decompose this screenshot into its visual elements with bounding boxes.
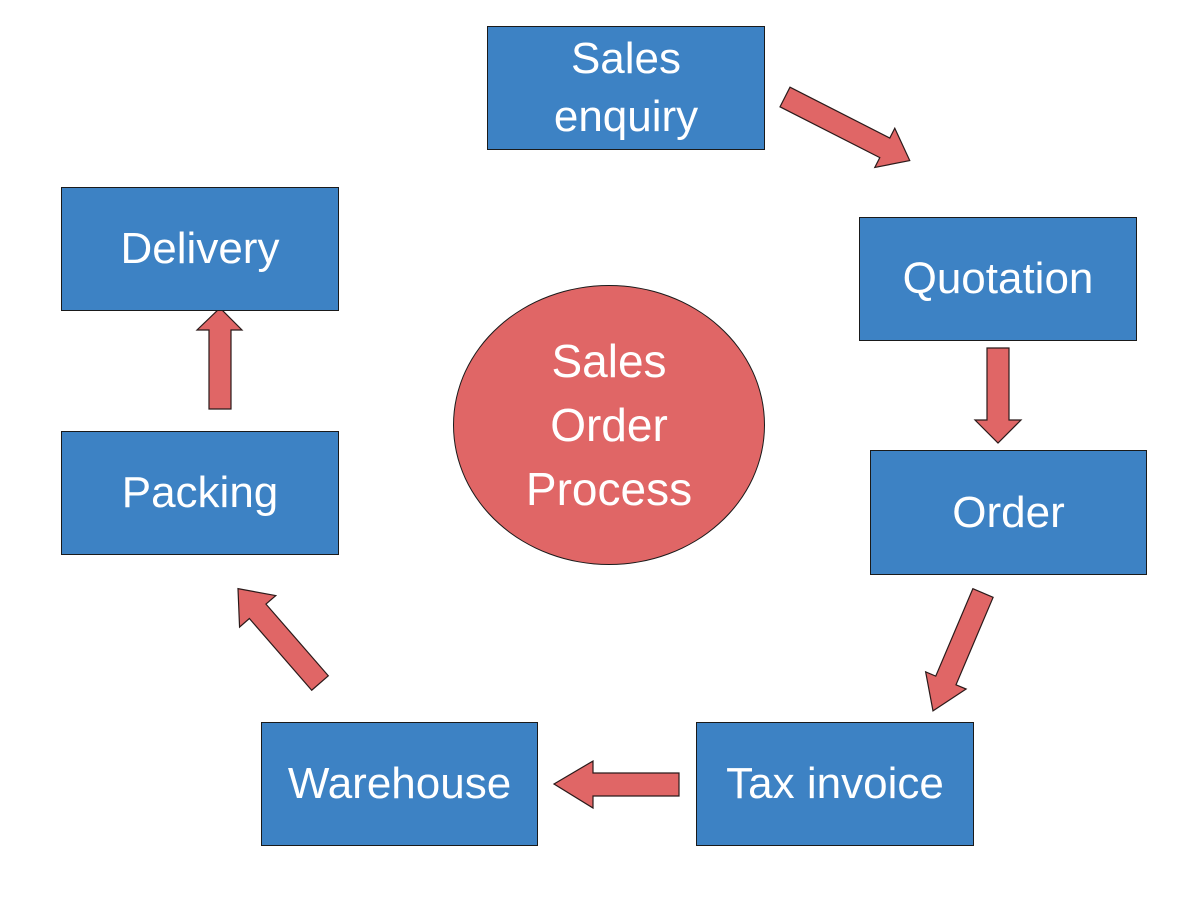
step-sales-enquiry: Sales enquiry [487,26,765,150]
step-order: Order [870,450,1147,575]
diagram-title: Sales Order Process [525,335,693,515]
arrow-order-to-tax-invoice [924,587,994,712]
arrow-enquiry-to-quotation [779,86,911,169]
center-title-circle: Sales Order Process [453,285,765,565]
arrow-packing-to-delivery [195,307,244,410]
step-tax-invoice: Tax invoice [696,722,974,846]
step-label: Warehouse [287,759,512,808]
step-label: Quotation [902,254,1094,303]
step-label: Order [952,487,1065,537]
step-quotation: Quotation [859,217,1137,341]
step-label: Sales enquiry [553,34,699,141]
step-label: Delivery [120,224,280,273]
arrow-quotation-to-order [973,347,1023,444]
arrow-warehouse-to-packing [237,587,330,692]
arrow-tax-invoice-to-warehouse [552,759,680,810]
step-label: Packing [121,468,279,517]
step-packing: Packing [61,431,339,555]
step-warehouse: Warehouse [261,722,538,846]
step-label: Tax invoice [726,759,944,808]
step-delivery: Delivery [61,187,339,311]
